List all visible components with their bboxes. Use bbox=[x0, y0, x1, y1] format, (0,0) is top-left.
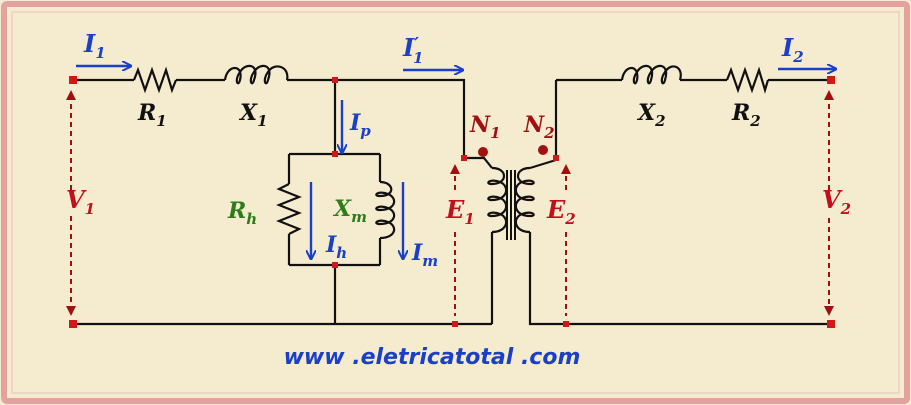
node-n2 bbox=[553, 155, 559, 161]
node-shunt-upper bbox=[332, 151, 338, 157]
label-v2: V2 bbox=[822, 185, 851, 218]
label-x2: X2 bbox=[636, 100, 666, 130]
polarity-dot-secondary-icon bbox=[538, 145, 548, 155]
x1-inductor-icon bbox=[223, 64, 289, 85]
terminal-v2-bottom bbox=[827, 320, 835, 328]
wire-n1-coil-top bbox=[464, 156, 493, 169]
label-n1: N1 bbox=[469, 112, 501, 142]
wire-bottom-secondary bbox=[528, 232, 831, 326]
label-i1: I1 bbox=[83, 29, 106, 62]
wire-top-to-n1 bbox=[287, 78, 466, 158]
label-ip: Ip bbox=[349, 110, 371, 140]
label-x1: X1 bbox=[238, 100, 268, 130]
polarity-dot-primary-icon bbox=[478, 147, 488, 157]
label-ih: Ih bbox=[325, 232, 347, 262]
terminal-v1-bottom bbox=[69, 320, 77, 328]
website-url: www .eletricatotal .com bbox=[284, 345, 581, 370]
label-xm: Xm bbox=[332, 196, 367, 226]
label-i2: I2 bbox=[781, 33, 804, 66]
rh-resistor-icon bbox=[276, 183, 302, 235]
label-r2: R2 bbox=[731, 100, 761, 130]
node-e2-bottom bbox=[563, 321, 569, 327]
label-e1: E1 bbox=[445, 195, 475, 228]
node-n1 bbox=[461, 155, 467, 161]
terminal-v1-top bbox=[69, 76, 77, 84]
terminal-v2-top bbox=[827, 76, 835, 84]
node-shunt-lower bbox=[332, 262, 338, 268]
terminals bbox=[69, 76, 835, 328]
current-arrows bbox=[76, 66, 835, 258]
label-i1-prime: I′1 bbox=[402, 33, 423, 67]
label-e2: E2 bbox=[546, 195, 576, 228]
transformer-core-icon bbox=[506, 170, 516, 240]
label-rh: Rh bbox=[227, 198, 257, 228]
label-im: Im bbox=[411, 240, 438, 270]
r1-resistor-icon bbox=[132, 66, 178, 94]
label-n2: N2 bbox=[523, 112, 555, 142]
inner-frame bbox=[11, 11, 900, 394]
r2-resistor-icon bbox=[725, 66, 770, 94]
node-top bbox=[332, 77, 338, 83]
primary-coil-icon bbox=[487, 166, 508, 234]
node-e1-bottom bbox=[452, 321, 458, 327]
label-v1: V1 bbox=[66, 185, 95, 218]
label-r1: R1 bbox=[137, 100, 167, 130]
x2-inductor-icon bbox=[620, 64, 682, 85]
xm-inductor-icon bbox=[375, 180, 396, 240]
secondary-coil-icon bbox=[514, 166, 535, 234]
voltage-arrows bbox=[66, 90, 834, 316]
